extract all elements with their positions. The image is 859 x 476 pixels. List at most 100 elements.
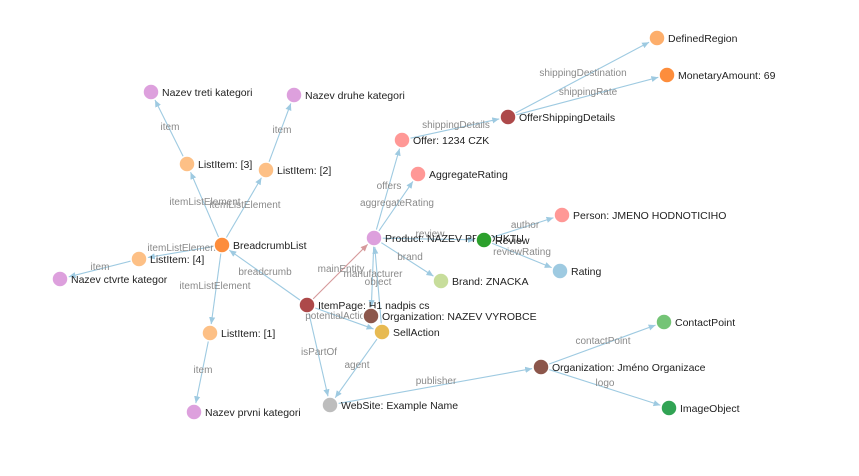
edge-label-itemListElement: itemListElement — [147, 243, 218, 254]
edge-label-reviewRating: reviewRating — [493, 247, 551, 258]
node-nazev1[interactable]: Nazev prvni kategori — [185, 403, 301, 421]
aggregaterating-node-icon[interactable] — [409, 165, 427, 183]
imageobject-node-icon[interactable] — [660, 399, 678, 417]
edge-label-shippingDetails: shippingDetails — [422, 120, 490, 131]
rating-node-icon[interactable] — [551, 262, 569, 280]
sellaction-node-icon[interactable] — [373, 323, 391, 341]
thing-node-icon[interactable] — [185, 403, 203, 421]
edge-label-offers: offers — [377, 181, 402, 192]
contactpoint-node-icon[interactable] — [655, 313, 673, 331]
edge-label-itemListElement: itemListElement — [169, 197, 240, 208]
node-person[interactable]: Person: JMENO HODNOTICIHO — [553, 206, 726, 224]
organization-node-icon[interactable] — [362, 307, 380, 325]
node-nazev3[interactable]: Nazev treti kategori — [142, 83, 252, 101]
node-label-imageobject: ImageObject — [680, 403, 740, 415]
node-offer[interactable]: Offer: 1234 CZK — [393, 131, 489, 149]
node-label-offership: OfferShippingDetails — [519, 112, 615, 124]
edge-label-item: item — [194, 365, 213, 376]
node-label-website: WebSite: Example Name — [341, 400, 458, 412]
edge-sellaction-website — [334, 338, 378, 398]
edge-label-breadcrumb: breadcrumb — [238, 267, 292, 278]
edge-label-item: item — [273, 125, 292, 136]
node-listitem3[interactable]: ListItem: [3] — [178, 155, 252, 173]
edge-label-manufacturer: manufacturer — [344, 269, 404, 280]
edge-labels-layer: breadcrumbitemListElementitemListElement… — [91, 68, 631, 389]
node-aggrating[interactable]: AggregateRating — [409, 165, 508, 183]
node-label-listitem3: ListItem: [3] — [198, 159, 252, 171]
node-nazev2[interactable]: Nazev druhe kategori — [285, 86, 405, 104]
node-listitem1[interactable]: ListItem: [1] — [201, 324, 275, 342]
node-website[interactable]: WebSite: Example Name — [321, 396, 458, 414]
node-label-person: Person: JMENO HODNOTICIHO — [573, 210, 726, 222]
node-label-contactpoint: ContactPoint — [675, 317, 735, 329]
edge-review-rating — [491, 242, 552, 269]
edge-listitem4-nazev4 — [68, 260, 132, 279]
node-orgmanuf[interactable]: Organization: NAZEV VYROBCE — [362, 307, 537, 325]
edge-listitem2-nazev2 — [268, 103, 292, 163]
listitem-node-icon[interactable] — [257, 161, 275, 179]
node-listitem4[interactable]: ListItem: [4] — [130, 250, 204, 268]
node-orgpub[interactable]: Organization: Jméno Organizace — [532, 358, 706, 376]
listitem-node-icon[interactable] — [178, 155, 196, 173]
listitem-node-icon[interactable] — [130, 250, 148, 268]
edge-review-person — [491, 216, 554, 239]
node-label-sellaction: SellAction — [393, 327, 440, 339]
node-itempage[interactable]: ItemPage: H1 nadpis cs — [298, 296, 429, 314]
offershippingdetails-node-icon[interactable] — [499, 108, 517, 126]
edge-label-itemListElement: itemListElement — [209, 200, 280, 211]
edge-label-itemListElement: itemListElement — [179, 281, 250, 292]
edge-label-publisher: publisher — [416, 376, 457, 387]
definedregion-node-icon[interactable] — [648, 29, 666, 47]
node-label-review: Review — [495, 235, 530, 247]
node-label-nazev1: Nazev prvni kategori — [205, 407, 301, 419]
thing-node-icon[interactable] — [142, 83, 160, 101]
node-offership[interactable]: OfferShippingDetails — [499, 108, 615, 126]
node-label-listitem1: ListItem: [1] — [221, 328, 275, 340]
node-breadcrumblist[interactable]: BreadcrumbList — [213, 236, 307, 254]
product-node-icon[interactable] — [365, 229, 383, 247]
edge-label-object: object — [365, 277, 392, 288]
edge-offership-monetary — [515, 76, 659, 116]
brand-node-icon[interactable] — [432, 272, 450, 290]
thing-node-icon[interactable] — [285, 86, 303, 104]
edge-label-logo: logo — [596, 378, 615, 389]
edge-product-review — [381, 236, 476, 243]
offer-node-icon[interactable] — [393, 131, 411, 149]
person-node-icon[interactable] — [553, 206, 571, 224]
node-sellaction[interactable]: SellAction — [373, 323, 440, 341]
edge-orgpub-contactpoint — [548, 324, 656, 365]
thing-node-icon[interactable] — [51, 270, 69, 288]
node-monetary[interactable]: MonetaryAmount: 69 — [658, 66, 776, 84]
edge-label-potentialAction: potentialAction — [305, 311, 371, 322]
node-label-aggrating: AggregateRating — [429, 169, 508, 181]
itempage-node-icon[interactable] — [298, 296, 316, 314]
node-imageobject[interactable]: ImageObject — [660, 399, 740, 417]
edge-product-aggrating — [378, 181, 414, 232]
node-listitem2[interactable]: ListItem: [2] — [257, 161, 331, 179]
node-label-monetary: MonetaryAmount: 69 — [678, 70, 776, 82]
node-nazev4[interactable]: Nazev ctvrte kategor — [51, 270, 168, 288]
edge-listitem3-nazev3 — [154, 99, 184, 158]
listitem-node-icon[interactable] — [201, 324, 219, 342]
node-label-definedregion: DefinedRegion — [668, 33, 738, 45]
node-definedregion[interactable]: DefinedRegion — [648, 29, 738, 47]
node-label-offer: Offer: 1234 CZK — [413, 135, 489, 147]
edge-label-author: author — [511, 220, 540, 231]
edges-layer — [68, 41, 661, 407]
edge-itempage-product — [312, 243, 369, 300]
node-label-nazev3: Nazev treti kategori — [162, 87, 252, 99]
nodes-layer: ItemPage: H1 nadpis csBreadcrumbListList… — [51, 29, 776, 421]
edge-label-mainEntity: mainEntity — [318, 264, 365, 275]
website-node-icon[interactable] — [321, 396, 339, 414]
organization-node-icon[interactable] — [532, 358, 550, 376]
breadcrumblist-node-icon[interactable] — [213, 236, 231, 254]
node-contactpoint[interactable]: ContactPoint — [655, 313, 735, 331]
node-brand[interactable]: Brand: ZNACKA — [432, 272, 528, 290]
edge-label-item: item — [161, 122, 180, 133]
review-node-icon[interactable] — [475, 231, 493, 249]
node-rating[interactable]: Rating — [551, 262, 602, 280]
node-review[interactable]: Review — [475, 231, 530, 249]
edge-product-brand — [380, 241, 434, 277]
monetaryamount-node-icon[interactable] — [658, 66, 676, 84]
